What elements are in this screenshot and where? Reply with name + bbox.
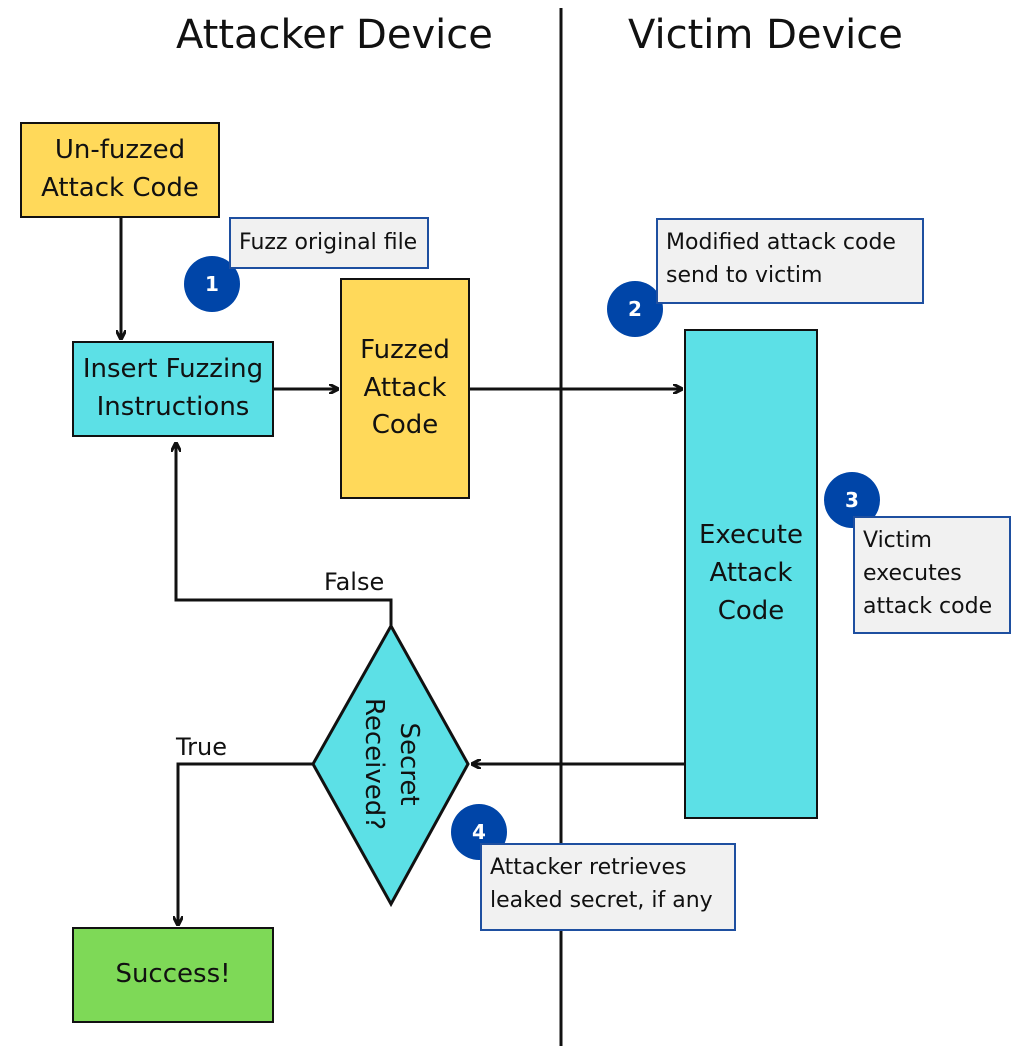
step-3-note: Victim executes attack code <box>853 516 1011 634</box>
decision-diamond-shape <box>311 622 470 908</box>
true-edge-label: True <box>176 733 227 761</box>
victim-lane-title: Victim Device <box>628 12 903 58</box>
step-2-badge: 2 <box>607 281 663 337</box>
edge-false-to-insert <box>176 444 393 626</box>
insert-fuzzing-node: Insert Fuzzing Instructions <box>72 341 274 437</box>
unfuzzed-attack-code-node: Un-fuzzed Attack Code <box>20 122 220 218</box>
decision-label: Secret Received? <box>359 697 425 831</box>
edge-true-to-success <box>178 762 313 924</box>
attacker-lane-title: Attacker Device <box>176 12 493 58</box>
step-2-note: Modified attack code send to victim <box>656 218 924 304</box>
false-edge-label: False <box>324 568 385 596</box>
step-1-note: Fuzz original file <box>229 217 429 269</box>
execute-attack-code-node: Execute Attack Code <box>684 329 818 819</box>
step-4-note: Attacker retrieves leaked secret, if any <box>480 843 736 931</box>
fuzzed-attack-code-node: Fuzzed Attack Code <box>340 278 470 499</box>
success-node: Success! <box>72 927 274 1023</box>
